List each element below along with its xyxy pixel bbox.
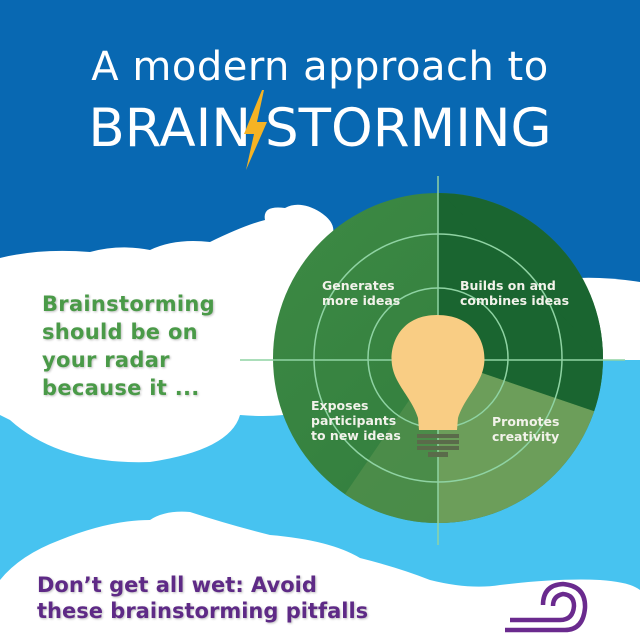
label-line: to new ideas [311, 428, 401, 443]
quadrant-label-promotes: Promotes creativity [492, 414, 559, 444]
intro-line: Brainstorming [42, 292, 215, 316]
intro-line: should be on [42, 320, 198, 344]
quadrant-label-builds: Builds on and combines ideas [460, 278, 569, 308]
intro-line: because it ... [42, 376, 200, 400]
cloud-left [0, 204, 334, 463]
pitfall-line: these brainstorming pitfalls [37, 599, 369, 623]
title-storming: STORMING [264, 98, 552, 159]
label-line: participants [311, 413, 397, 428]
label-line: Generates [322, 278, 395, 293]
intro-line: your radar [42, 348, 170, 372]
label-line: more ideas [322, 293, 401, 308]
lightbulb-icon [391, 315, 485, 457]
label-line: Exposes [311, 398, 369, 413]
pitfalls-heading: Don’t get all wet: Avoid these brainstor… [37, 572, 368, 624]
title-brain: BRAIN [88, 98, 251, 159]
pitfall-line: Don’t get all wet: Avoid [37, 573, 317, 597]
lightning-bolt-icon [244, 90, 267, 170]
cloud-bottom [0, 511, 640, 640]
label-line: combines ideas [460, 293, 570, 308]
radar-intro-text: Brainstorming should be on your radar be… [42, 290, 215, 402]
quadrant-label-exposes: Exposes participants to new ideas [311, 398, 401, 443]
label-line: creativity [492, 429, 560, 444]
quadrant-label-generates: Generates more ideas [322, 278, 400, 308]
title-line-1: A modern approach to [91, 44, 549, 90]
wave-icon [505, 581, 588, 633]
label-line: Builds on and [460, 278, 556, 293]
label-line: Promotes [492, 414, 560, 429]
